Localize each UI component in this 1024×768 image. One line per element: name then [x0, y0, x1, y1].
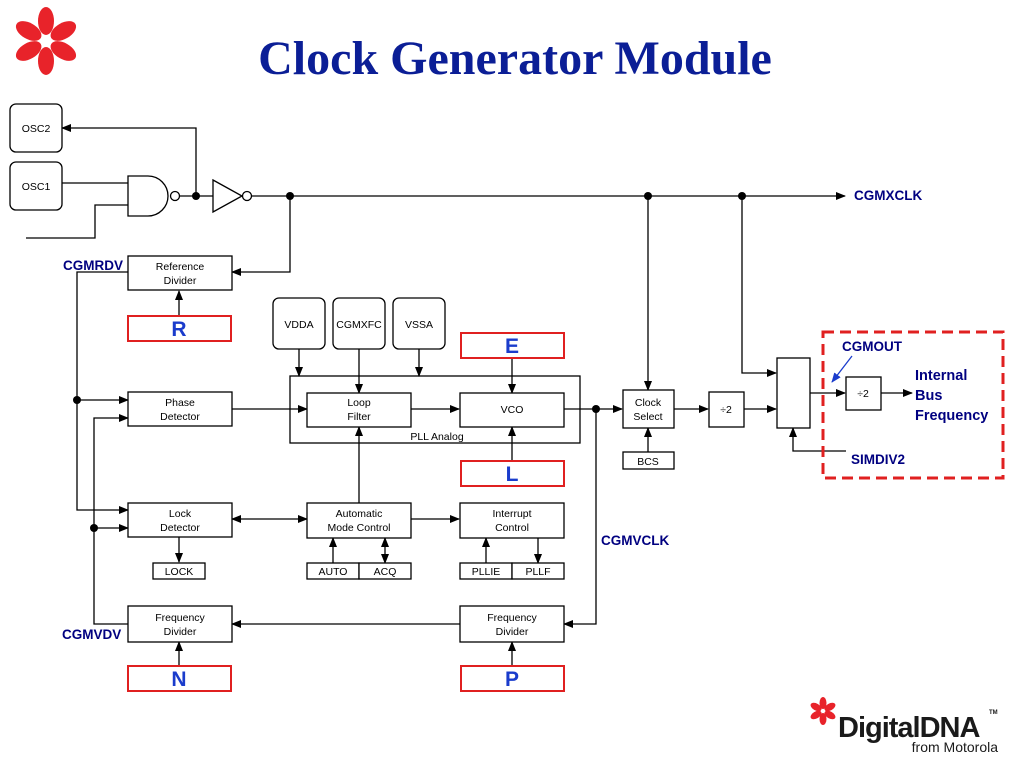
internal-bus-frequency-label: Internal Bus Frequency [915, 368, 988, 424]
page-title: Clock Generator Module [258, 32, 772, 85]
inverter-icon [212, 178, 253, 214]
auto-acq-bits: AUTO ACQ [306, 562, 412, 580]
reference-divider-block: Reference Divider [127, 255, 233, 291]
lock-bit-field: LOCK [152, 562, 206, 580]
svg-text:OSC1: OSC1 [22, 181, 51, 193]
svg-text:LOCK: LOCK [165, 566, 194, 578]
svg-text:Frequency: Frequency [487, 612, 537, 624]
svg-text:Mode Control: Mode Control [327, 522, 390, 534]
phase-detector-block: Phase Detector [127, 391, 233, 427]
svg-text:Phase: Phase [165, 397, 195, 409]
svg-text:VCO: VCO [501, 404, 524, 416]
pllie-pllf-bits: PLLIE PLLF [459, 562, 565, 580]
svg-text:Select: Select [633, 411, 662, 423]
svg-text:P: P [505, 668, 519, 691]
bcs-bit: BCS [622, 451, 675, 470]
cgmout-label: CGMOUT [842, 339, 903, 354]
svg-text:÷2: ÷2 [857, 388, 869, 400]
svg-text:Reference: Reference [156, 261, 205, 273]
nand-gate-icon [127, 175, 181, 217]
auto-bit-label: AUTO [319, 566, 348, 578]
pllie-bit-label: PLLIE [472, 566, 501, 578]
register-n: N [127, 665, 232, 692]
cgmxfc-pin: CGMXFC [332, 297, 386, 350]
loop-filter-block: Loop Filter [306, 392, 412, 428]
osc1-block: OSC1 [9, 161, 63, 211]
svg-text:Divider: Divider [164, 626, 197, 638]
cgmvdv-label: CGMVDV [62, 627, 121, 642]
svg-text:OSC2: OSC2 [22, 123, 51, 135]
register-l: L [460, 460, 565, 487]
wiring [26, 124, 913, 666]
digitaldna-logo: DigitalDNA TM from Motorola [810, 697, 999, 755]
svg-text:VDDA: VDDA [284, 319, 313, 331]
interrupt-control-block: Interrupt Control [459, 502, 565, 539]
svg-text:CGMXFC: CGMXFC [336, 319, 382, 331]
register-r: R [127, 315, 232, 342]
svg-text:Divider: Divider [164, 275, 197, 287]
clock-select-block: Clock Select [622, 389, 675, 429]
svg-text:Interrupt: Interrupt [492, 508, 531, 520]
svg-text:VSSA: VSSA [405, 319, 433, 331]
bus-divide-by-two-block: ÷2 [845, 376, 882, 411]
svg-text:Control: Control [495, 522, 529, 534]
svg-text:Detector: Detector [160, 411, 200, 423]
vco-block: VCO [459, 392, 565, 428]
svg-text:Frequency: Frequency [155, 612, 205, 624]
automatic-mode-control-block: Automatic Mode Control [306, 502, 412, 539]
cgmvclk-label: CGMVCLK [601, 533, 669, 548]
logo-subtext: from Motorola [912, 739, 999, 755]
frequency-divider-right-block: Frequency Divider [459, 605, 565, 643]
cgmxclk-label: CGMXCLK [854, 188, 922, 203]
osc2-block: OSC2 [9, 103, 63, 153]
svg-text:Automatic: Automatic [336, 508, 383, 520]
svg-text:Lock: Lock [169, 508, 192, 520]
frequency-divider-left-block: Frequency Divider [127, 605, 233, 643]
output-mux-block [776, 357, 811, 429]
lock-detector-block: Lock Detector [127, 502, 233, 538]
svg-text:Filter: Filter [347, 411, 371, 423]
cgmout-highlight-frame [821, 330, 1005, 480]
vssa-pin: VSSA [392, 297, 446, 350]
pllf-bit-label: PLLF [525, 566, 550, 578]
junction-dots [73, 192, 746, 532]
svg-text:N: N [171, 668, 186, 691]
svg-text:R: R [171, 318, 186, 341]
svg-text:÷2: ÷2 [720, 404, 732, 416]
cgmrdv-label: CGMRDV [63, 258, 123, 273]
vdda-pin: VDDA [272, 297, 326, 350]
acq-bit-label: ACQ [374, 566, 397, 578]
logo-tm: TM [989, 710, 998, 716]
svg-text:Frequency: Frequency [915, 408, 988, 424]
flower-logo-icon [15, 7, 77, 75]
svg-text:Detector: Detector [160, 522, 200, 534]
svg-text:L: L [506, 463, 519, 486]
logo-wordmark: DigitalDNA [838, 712, 981, 744]
svg-text:BCS: BCS [637, 456, 659, 468]
simdiv2-label: SIMDIV2 [851, 452, 905, 467]
svg-text:Loop: Loop [347, 397, 371, 409]
svg-text:Internal: Internal [915, 368, 967, 384]
dna-flower-icon [810, 697, 836, 725]
svg-text:Clock: Clock [635, 397, 662, 409]
svg-text:Divider: Divider [496, 626, 529, 638]
svg-text:PLL Analog: PLL Analog [410, 431, 463, 443]
divide-by-two-block: ÷2 [708, 391, 745, 428]
pll-analog-container: PLL Analog [289, 375, 581, 444]
svg-text:Bus: Bus [915, 388, 942, 404]
register-e: E [460, 332, 565, 359]
svg-text:E: E [505, 335, 519, 358]
register-p: P [460, 665, 565, 692]
